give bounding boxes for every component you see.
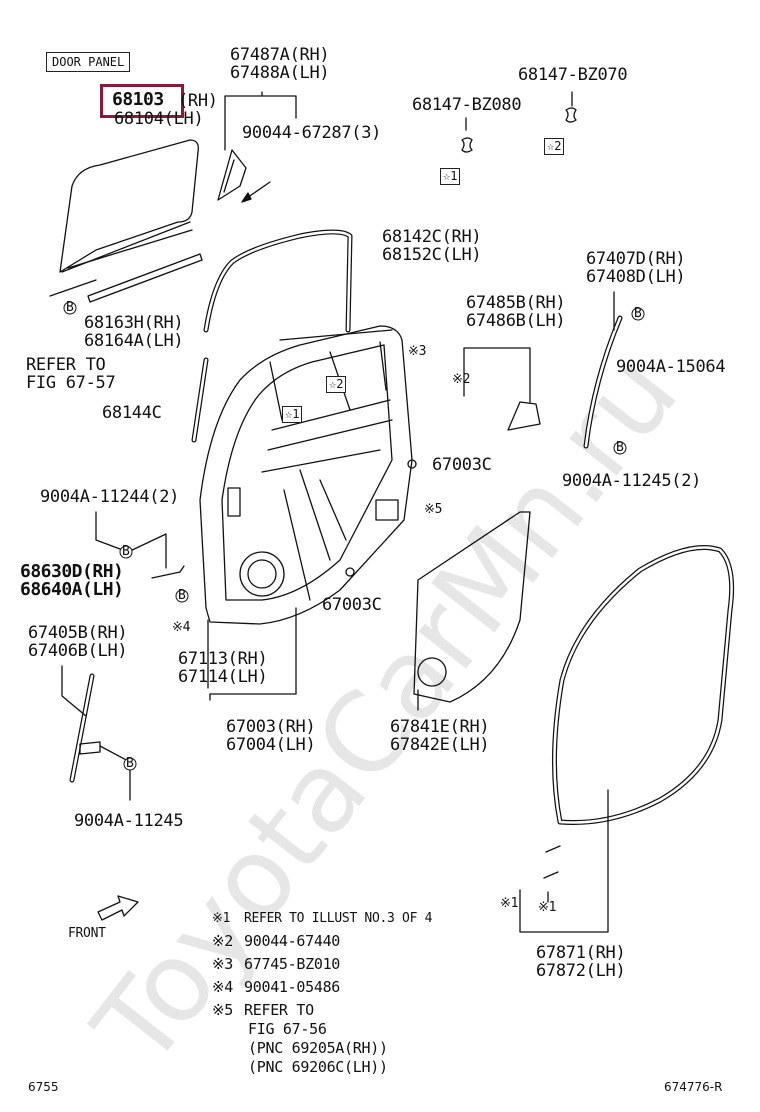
b-marker: B <box>616 440 624 455</box>
label-67003c[interactable]: 67003C <box>432 455 492 475</box>
label-67003c-b[interactable]: 67003C <box>322 595 382 615</box>
note-text[interactable]: FIG 67-56 <box>248 1020 327 1038</box>
rear-vertical-strip <box>583 315 623 449</box>
refer-to-label: REFER TO <box>26 355 106 375</box>
note-mark: ※3 <box>212 955 233 973</box>
star-marker: ☆1 <box>440 168 461 185</box>
label-68103-rh: (RH) <box>178 91 218 111</box>
label-67408d[interactable]: 67408D(LH) <box>586 267 686 287</box>
glass-run-strip <box>87 253 203 303</box>
footer-page-number: 6755 <box>28 1080 59 1094</box>
label-90044-67287[interactable]: 90044-67287(3) <box>242 123 382 143</box>
door-shell <box>199 325 413 625</box>
label-67871[interactable]: 67871(RH) <box>536 943 626 963</box>
star-marker: ☆1 <box>282 406 303 423</box>
label-67841e[interactable]: 67841E(RH) <box>390 717 490 737</box>
label-67406b[interactable]: 67406B(LH) <box>28 641 128 661</box>
label-67114[interactable]: 67114(LH) <box>178 667 268 687</box>
window-frame-run <box>203 229 353 333</box>
door-trim-panel <box>413 511 531 703</box>
front-label: FRONT <box>68 926 106 941</box>
rear-corner-piece <box>217 149 247 201</box>
label-67842e[interactable]: 67842E(LH) <box>390 735 490 755</box>
label-68640a[interactable]: 68640A(LH) <box>20 579 124 600</box>
b-marker: B <box>66 300 74 315</box>
note-marker: ※1 <box>538 900 557 915</box>
note-marker: ※1 <box>500 896 519 911</box>
door-weatherstrip <box>552 545 735 825</box>
label-68147-bz080[interactable]: 68147-BZ080 <box>412 95 522 115</box>
note-text[interactable]: 90041-05486 <box>244 978 341 996</box>
label-68144c[interactable]: 68144C <box>102 403 162 423</box>
label-67003[interactable]: 67003(RH) <box>226 717 316 737</box>
handle-rod <box>151 565 185 579</box>
door-glass <box>59 139 199 273</box>
label-68152c[interactable]: 68152C(LH) <box>382 245 482 265</box>
note-text: (PNC 69206C(LH)) <box>248 1058 388 1076</box>
note-text: REFER TO ILLUST NO.3 OF 4 <box>244 911 433 926</box>
label-68630d[interactable]: 68630D(RH) <box>20 561 124 582</box>
label-68103[interactable]: 68103 <box>112 89 164 110</box>
label-67485b[interactable]: 67485B(RH) <box>466 293 566 313</box>
label-9004a-11244[interactable]: 9004A-11244(2) <box>40 487 180 507</box>
label-67113[interactable]: 67113(RH) <box>178 649 268 669</box>
note-marker: ※5 <box>424 502 443 517</box>
label-68164a[interactable]: 68164A(LH) <box>84 331 184 351</box>
note-text[interactable]: 67745-BZ010 <box>244 955 341 973</box>
label-67405b[interactable]: 67405B(RH) <box>28 623 128 643</box>
note-text: REFER TO <box>244 1001 314 1019</box>
note-marker: ※3 <box>408 344 427 359</box>
corner-trim <box>507 401 541 431</box>
label-9004a-15064[interactable]: 9004A-15064 <box>616 357 726 377</box>
label-68142c[interactable]: 68142C(RH) <box>382 227 482 247</box>
note-mark: ※2 <box>212 932 233 950</box>
label-67872[interactable]: 67872(LH) <box>536 961 626 981</box>
note-mark: ※4 <box>212 978 233 996</box>
note-mark: ※5 <box>212 1001 233 1019</box>
label-68147-bz070[interactable]: 68147-BZ070 <box>518 65 628 85</box>
star-marker: ☆2 <box>326 376 347 393</box>
footer-figure-id: 674776-R <box>664 1080 723 1094</box>
door-panel-title: DOOR PANEL <box>46 52 131 72</box>
highlight-box <box>100 84 184 118</box>
b-marker: B <box>122 544 130 559</box>
star-marker: ☆2 <box>544 138 565 155</box>
b-marker: B <box>126 756 134 771</box>
label-68104[interactable]: 68104(LH) <box>114 109 204 129</box>
front-arrow-icon <box>97 895 139 921</box>
note-text[interactable]: 90044-67440 <box>244 932 341 950</box>
label-67407d[interactable]: 67407D(RH) <box>586 249 686 269</box>
refer-fig-label[interactable]: FIG 67-57 <box>26 373 116 393</box>
label-67486b[interactable]: 67486B(LH) <box>466 311 566 331</box>
label-68163h[interactable]: 68163H(RH) <box>84 313 184 333</box>
label-67488a[interactable]: 67488A(LH) <box>230 63 330 83</box>
note-mark: ※1 <box>212 911 231 926</box>
label-9004a-11245-2[interactable]: 9004A-11245(2) <box>562 471 702 491</box>
note-text: (PNC 69205A(RH)) <box>248 1039 388 1057</box>
b-marker: B <box>178 588 186 603</box>
label-9004a-11245[interactable]: 9004A-11245 <box>74 811 184 831</box>
label-67487a[interactable]: 67487A(RH) <box>230 45 330 65</box>
note-marker: ※2 <box>452 372 471 387</box>
label-67004[interactable]: 67004(LH) <box>226 735 316 755</box>
b-marker: B <box>634 306 642 321</box>
note-marker: ※4 <box>172 620 191 635</box>
